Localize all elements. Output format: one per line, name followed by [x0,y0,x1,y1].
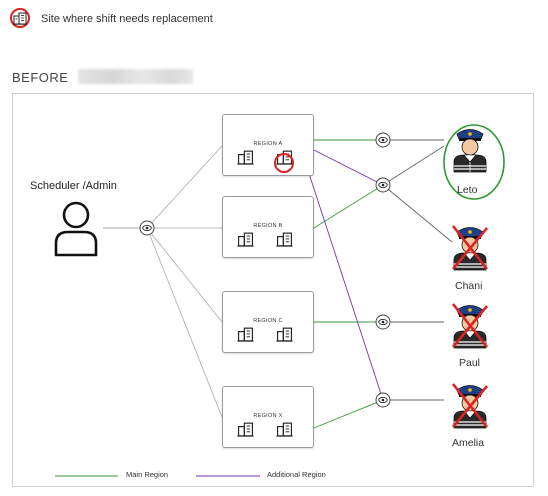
building-icon [276,327,293,342]
region-c: REGION C [222,291,314,353]
hub-link-region-a [146,145,223,229]
region-c-label: REGION C [253,318,283,324]
building-icon [237,150,254,165]
guard-icon-paul [451,303,489,349]
diagram-frame [12,93,534,487]
replacement-highlight-ring [274,153,294,173]
admin-person-icon [54,201,98,257]
eye-to-leto-2 [382,145,445,186]
section-title: BEFORE [12,70,69,85]
guard-icon-leto [453,129,487,173]
building-icon [237,422,254,437]
guard-icon-chani [451,225,489,271]
additional-region-legend-label: Additional Region [267,470,326,479]
region-b: REGION B [222,196,314,258]
hub-eye-node [139,220,155,236]
eye-node-1 [375,132,391,148]
available-ring [443,124,505,200]
replacement-site-icon [10,8,32,30]
admin-label: Scheduler /Admin [30,180,117,192]
redacted-text [78,69,193,84]
person-name-chani: Chani [455,280,483,292]
region-b-label: REGION B [253,223,283,229]
region-x-label: REGION X [253,413,283,419]
building-icon [276,422,293,437]
eye-to-chani [382,184,453,243]
region-x: REGION X [222,386,314,448]
building-icon [237,327,254,342]
main-region-legend-label: Main Region [126,470,169,479]
building-icon [237,232,254,247]
replacement-legend-text: Site where shift needs replacement [41,13,213,25]
person-name-leto: Leto [457,184,478,196]
eye-node-4 [375,392,391,408]
guard-icon-amelia [451,383,489,429]
main-link-x [313,399,384,429]
eye-node-2 [375,177,391,193]
additional-link-2 [299,145,384,401]
person-name-amelia: Amelia [452,437,485,449]
additional-link-1 [305,145,384,186]
main-link-b [313,184,384,229]
replacement-legend: Site where shift needs replacement [10,8,213,30]
hub-link-region-c [146,227,223,323]
hub-link-region-x [146,227,223,418]
eye-node-3 [375,314,391,330]
region-a-label: REGION A [253,141,283,147]
building-icon [276,232,293,247]
person-name-paul: Paul [459,357,481,369]
region-a: REGION A [222,114,314,176]
